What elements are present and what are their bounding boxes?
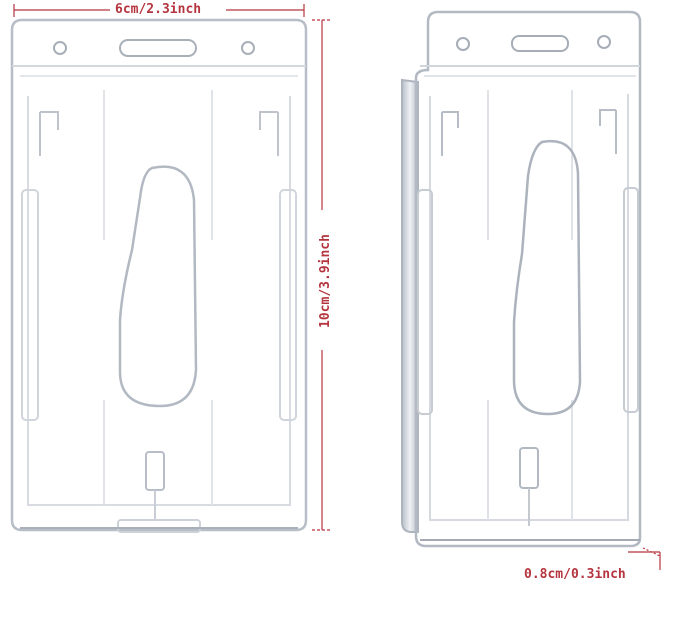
- thickness-dimension-label: 0.8cm/0.3inch: [522, 567, 628, 583]
- width-dimension-label: 6cm/2.3inch: [112, 2, 205, 18]
- badge-holder-angled: [401, 10, 642, 548]
- dimension-lines: [13, 4, 661, 570]
- badge-holder-front: [10, 18, 308, 533]
- height-dimension-label: 10cm/3.9inch: [318, 231, 334, 331]
